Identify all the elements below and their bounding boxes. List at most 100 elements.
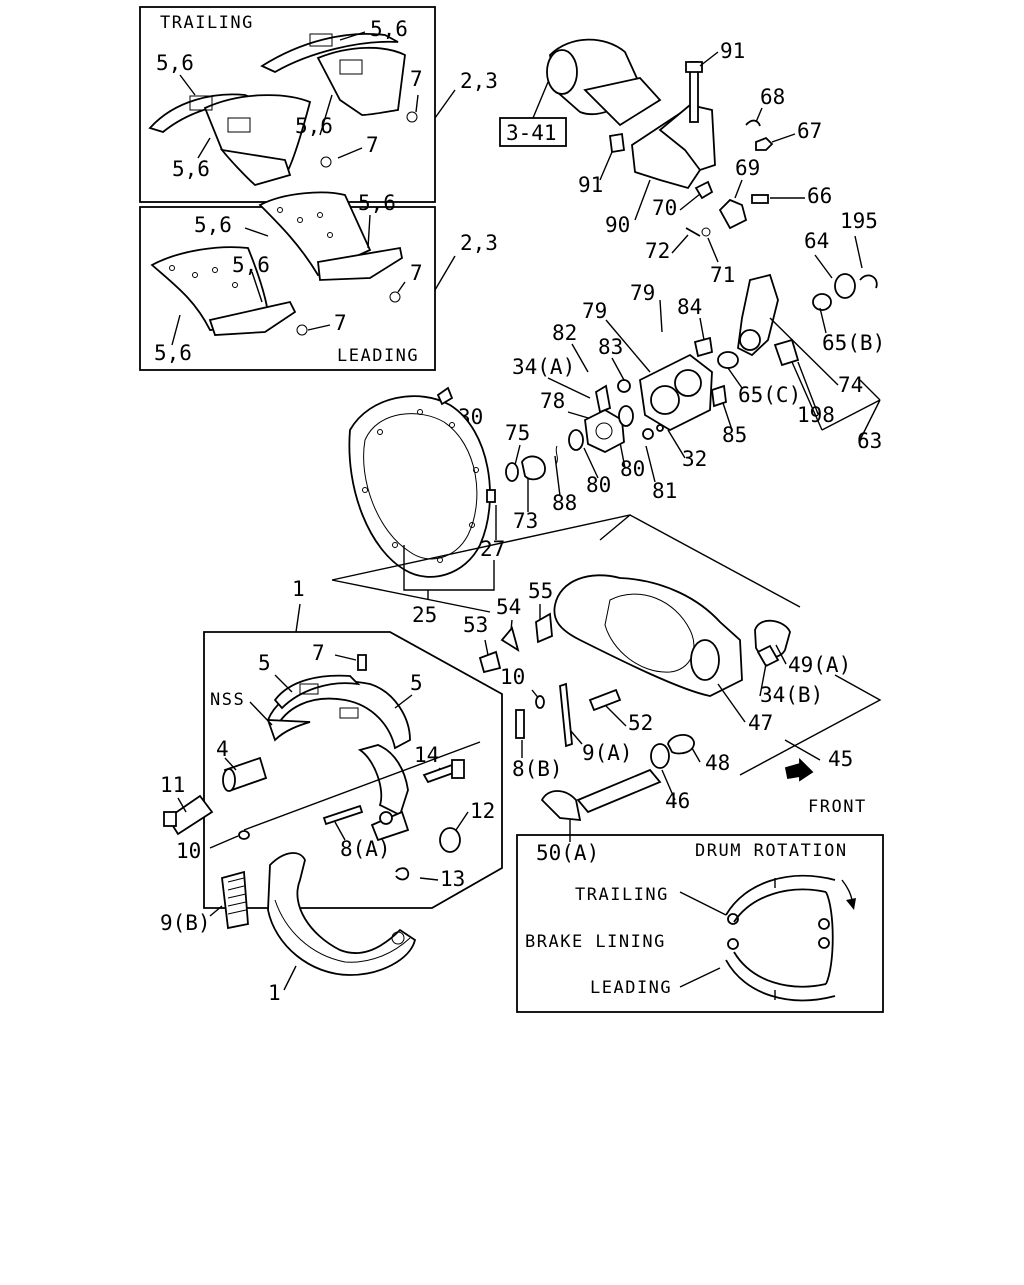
label-5-6: 5,6 [194, 213, 232, 237]
label-74: 74 [838, 373, 863, 397]
label-2-3: 2,3 [460, 231, 498, 255]
label-2-3: 2,3 [460, 69, 498, 93]
label-7: 7 [312, 641, 325, 665]
label-5-6: 5,6 [154, 341, 192, 365]
label-84: 84 [677, 295, 702, 319]
label-5-6: 5,6 [232, 253, 270, 277]
label-82: 82 [552, 321, 577, 345]
drum-rotation-inset [516, 834, 884, 1013]
label-11: 11 [160, 773, 185, 797]
leading-lining-shoes [150, 191, 404, 336]
drum-lining-schematic [679, 874, 856, 1002]
label-68: 68 [760, 85, 785, 109]
camshaft-bracket-parts [505, 353, 727, 482]
label-12: 12 [470, 799, 495, 823]
label-79: 79 [582, 299, 607, 323]
label-83: 83 [598, 335, 623, 359]
label-49-a: 49(A) [788, 653, 851, 677]
leading-inset-caption: LEADING [590, 978, 672, 998]
label-63: 63 [857, 429, 882, 453]
label-195: 195 [840, 209, 878, 233]
drum-rotation-caption: DRUM ROTATION [695, 841, 848, 861]
label-34-b: 34(B) [760, 683, 823, 707]
label-5-6: 5,6 [370, 17, 408, 41]
label-46: 46 [665, 789, 690, 813]
label-80: 80 [586, 473, 611, 497]
label-1: 1 [292, 577, 305, 601]
label-8-b: 8(B) [512, 757, 563, 781]
label-54: 54 [496, 595, 521, 619]
front-arrow-icon [784, 757, 814, 782]
label-47: 47 [748, 711, 773, 735]
label-32: 32 [682, 447, 707, 471]
label-53: 53 [463, 613, 488, 637]
label-70: 70 [652, 196, 677, 220]
label-52: 52 [628, 711, 653, 735]
label-65-c: 65(C) [738, 383, 801, 407]
label-8-a: 8(A) [340, 837, 391, 861]
label-9-b: 9(B) [160, 911, 211, 935]
label-69: 69 [735, 156, 760, 180]
brake-shoe-assembly [222, 654, 411, 842]
label-73: 73 [513, 509, 538, 533]
label-27: 27 [480, 537, 505, 561]
label-34-a: 34(A) [512, 355, 575, 379]
label-81: 81 [652, 479, 677, 503]
label-78: 78 [540, 389, 565, 413]
label-71: 71 [710, 263, 735, 287]
label-91: 91 [578, 173, 603, 197]
label-79: 79 [630, 281, 655, 305]
label-14: 14 [414, 743, 439, 767]
label-67: 67 [797, 119, 822, 143]
label-5: 5 [258, 651, 271, 675]
rotation-arrow-icon [846, 898, 856, 910]
backing-plate [348, 386, 496, 578]
leading-caption: LEADING [337, 346, 419, 366]
trailing-caption: TRAILING [160, 13, 254, 33]
front-caption: FRONT [808, 797, 867, 817]
brake-shoe-group-outline [203, 631, 503, 909]
label-5: 5 [410, 671, 423, 695]
label-9-a: 9(A) [582, 741, 633, 765]
label-5-6: 5,6 [156, 51, 194, 75]
label-7: 7 [410, 67, 423, 91]
middle-small-parts [478, 612, 622, 748]
trailing-lining-shoes [148, 32, 418, 187]
brake-shoe-lower [267, 852, 417, 976]
label-50-a: 50(A) [536, 841, 599, 865]
label-1: 1 [268, 981, 281, 1005]
label-64: 64 [804, 229, 829, 253]
label-85: 85 [722, 423, 747, 447]
brake-spider-housing [540, 574, 791, 822]
label-5-6: 5,6 [358, 191, 396, 215]
air-chamber-assembly [546, 38, 774, 237]
label-72: 72 [645, 239, 670, 263]
label-75: 75 [505, 421, 530, 445]
label-13: 13 [440, 867, 465, 891]
label-5-6: 5,6 [172, 157, 210, 181]
label-5-6: 5,6 [295, 114, 333, 138]
label-7: 7 [334, 311, 347, 335]
label-55: 55 [528, 579, 553, 603]
label-45: 45 [828, 747, 853, 771]
label-7: 7 [366, 133, 379, 157]
trailing-inset-caption: TRAILING [575, 885, 669, 905]
ref-box-label: 3-41 [506, 121, 557, 145]
label-91: 91 [720, 39, 745, 63]
anchor-pin-and-spring [163, 794, 250, 930]
label-90: 90 [605, 213, 630, 237]
nss-caption: NSS [210, 690, 245, 710]
label-10: 10 [500, 665, 525, 689]
label-25: 25 [412, 603, 437, 627]
label-88: 88 [552, 491, 577, 515]
label-65-b: 65(B) [822, 331, 885, 355]
label-48: 48 [705, 751, 730, 775]
label-10: 10 [176, 839, 201, 863]
small-parts-group [322, 759, 465, 881]
label-7: 7 [410, 261, 423, 285]
slack-adjuster-assembly [693, 273, 878, 369]
brake-lining-caption: BRAKE LINING [525, 932, 666, 952]
label-66: 66 [807, 184, 832, 208]
label-4: 4 [216, 737, 229, 761]
